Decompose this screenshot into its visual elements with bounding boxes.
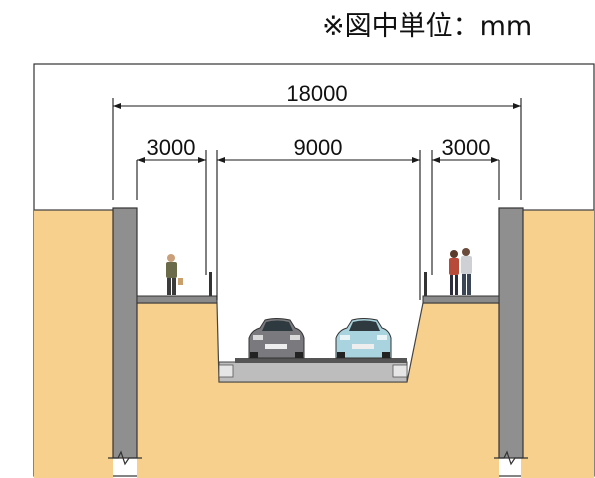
dim-label-right-sidewalk: 3000	[442, 135, 491, 160]
road-side-block-left	[218, 364, 234, 378]
soil-cut-fill	[137, 303, 499, 478]
left-wall-break-mark	[108, 450, 142, 466]
car-left	[248, 318, 305, 359]
dim-label-carriageway: 9000	[294, 135, 343, 160]
pedestrian-right-1	[449, 250, 459, 295]
unit-note: ※図中単位：mm	[322, 11, 533, 42]
left-sidewalk-slab	[136, 295, 218, 304]
left-retaining-wall	[112, 207, 138, 459]
dimension-arrowheads	[113, 103, 521, 163]
pedestrian-left	[166, 254, 183, 295]
car-right	[335, 318, 392, 359]
left-railing	[209, 272, 212, 296]
road-base	[218, 361, 408, 383]
right-railing	[424, 272, 427, 296]
right-wall-break-mark	[494, 450, 528, 466]
road-side-block-right	[392, 364, 408, 378]
dimension-lines	[112, 98, 522, 300]
dim-label-left-sidewalk: 3000	[147, 135, 196, 160]
dim-label-overall: 18000	[286, 81, 347, 106]
right-retaining-wall	[498, 207, 524, 459]
soil-left	[34, 210, 113, 478]
pedestrian-right-2	[461, 248, 472, 295]
right-sidewalk-slab	[422, 295, 500, 304]
soil-right	[521, 210, 594, 478]
road-surface	[235, 358, 407, 363]
